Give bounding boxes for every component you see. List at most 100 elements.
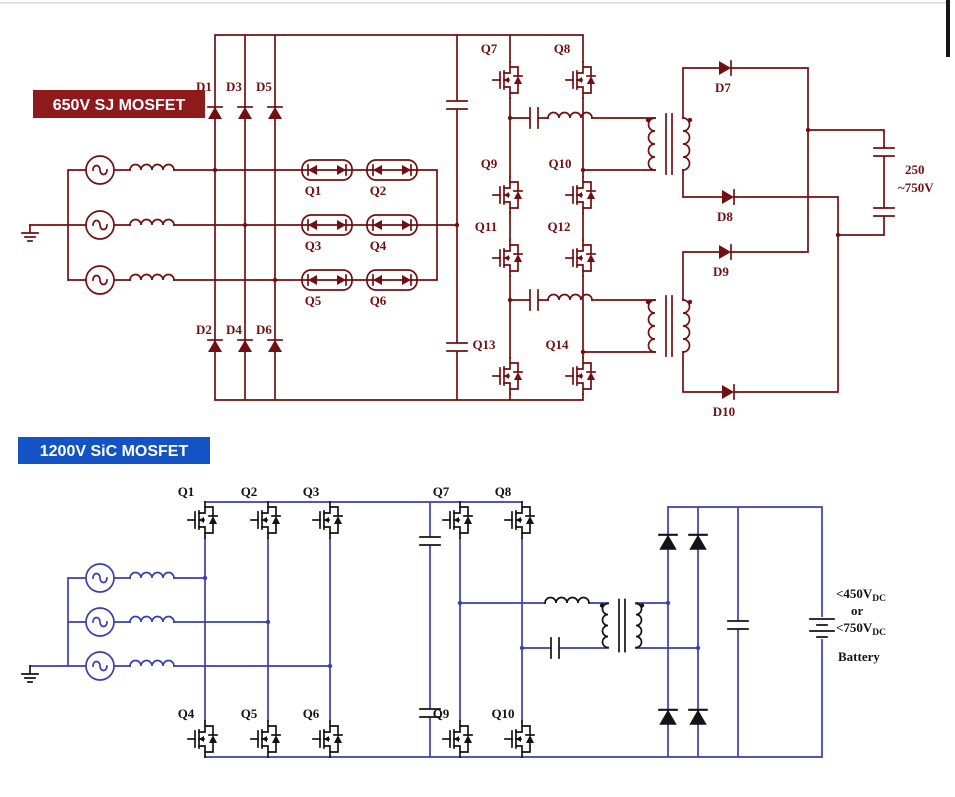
label-q6: Q6 xyxy=(303,706,320,721)
mosfet-q10-icon xyxy=(563,176,599,214)
series-inductor-icon xyxy=(547,111,593,119)
label-q1: Q1 xyxy=(305,183,322,198)
diode-d9-icon xyxy=(718,244,732,260)
series-capacitor-icon xyxy=(529,106,539,130)
rectifier-diode-icon xyxy=(658,533,678,551)
mosfet-q14-icon xyxy=(563,357,599,395)
ground-icon xyxy=(21,224,39,242)
label-d6: D6 xyxy=(256,322,272,337)
diode-d3-icon xyxy=(237,106,253,120)
label-d7: D7 xyxy=(715,80,731,95)
top-title-box xyxy=(33,90,205,118)
label-or: or xyxy=(851,603,864,618)
label-d10: D10 xyxy=(713,404,735,419)
label-voltage-2: <750VDC xyxy=(836,620,886,638)
label-q14: Q14 xyxy=(545,337,569,352)
label-vout-line1: 250 xyxy=(905,162,925,177)
mosfet-q11-icon xyxy=(490,239,526,277)
label-q9: Q9 xyxy=(433,706,450,721)
output-capacitor-icon xyxy=(872,147,896,157)
mosfet-q9-icon xyxy=(440,720,476,758)
diode-d2-icon xyxy=(207,339,223,353)
label-battery: Battery xyxy=(838,649,880,664)
label-q3: Q3 xyxy=(303,484,320,499)
switch-cell-q3-icon xyxy=(301,214,353,236)
bottom-title-box xyxy=(18,437,210,464)
output-capacitor-icon xyxy=(872,207,896,217)
mosfet-q1-icon xyxy=(185,501,221,539)
label-q7: Q7 xyxy=(433,484,450,499)
dc-link-capacitor-icon xyxy=(418,536,442,546)
label-q4: Q4 xyxy=(178,706,195,721)
label-d5: D5 xyxy=(256,79,272,94)
diode-d1-icon xyxy=(207,106,223,120)
mosfet-q10-icon xyxy=(502,720,538,758)
series-inductor-icon xyxy=(544,596,590,604)
top-junctions xyxy=(212,115,841,355)
label-q5: Q5 xyxy=(241,706,258,721)
label-d8: D8 xyxy=(717,209,733,224)
switch-cell-q4-icon xyxy=(366,214,418,236)
label-q4: Q4 xyxy=(370,238,387,253)
rectifier-diode-icon xyxy=(658,708,678,726)
bottom-labels: Q1 Q2 Q3 Q7 Q8 Q4 Q5 Q6 Q9 Q10 <450VDC o… xyxy=(178,484,886,721)
top-title: 650V SJ MOSFET xyxy=(53,97,186,114)
label-q8: Q8 xyxy=(495,484,512,499)
mosfet-q4-icon xyxy=(185,720,221,758)
label-q5: Q5 xyxy=(305,293,322,308)
mosfet-q7-icon xyxy=(440,501,476,539)
output-capacitor-icon xyxy=(726,620,750,630)
transformer-icon xyxy=(644,295,694,357)
switch-cell-q1-icon xyxy=(301,159,353,181)
series-capacitor-icon xyxy=(550,636,560,660)
mosfet-q8-icon xyxy=(502,501,538,539)
diode-d6-icon xyxy=(267,339,283,353)
mosfet-q12-icon xyxy=(563,239,599,277)
label-q10: Q10 xyxy=(491,706,514,721)
inductor-icon xyxy=(129,571,175,579)
ac-source-icon xyxy=(85,210,115,240)
bottom-circuit: Q1 Q2 Q3 Q7 Q8 Q4 Q5 Q6 Q9 Q10 <450VDC o… xyxy=(21,484,886,758)
top-wires xyxy=(29,34,885,401)
battery-icon xyxy=(807,616,837,640)
label-voltage-1: <450VDC xyxy=(836,586,886,604)
transformer-icon xyxy=(598,598,646,653)
series-inductor-icon xyxy=(547,293,593,301)
bottom-junctions xyxy=(202,575,701,669)
label-q1: Q1 xyxy=(178,484,195,499)
switch-cell-q5-icon xyxy=(301,269,353,291)
bottom-wires xyxy=(29,501,823,758)
top-labels: D1 D3 D5 D2 D4 D6 Q1 Q2 Q3 Q4 Q5 Q6 Q7 Q… xyxy=(196,41,934,419)
switch-cell-q2-icon xyxy=(366,159,418,181)
ac-source-icon xyxy=(85,607,115,637)
label-d9: D9 xyxy=(713,264,729,279)
mosfet-q9-icon xyxy=(490,176,526,214)
ac-source-icon xyxy=(85,563,115,593)
label-q2: Q2 xyxy=(241,484,258,499)
label-d3: D3 xyxy=(226,79,242,94)
label-q10: Q10 xyxy=(548,156,571,171)
corner-bar-artifact xyxy=(946,0,950,57)
inductor-icon xyxy=(129,163,175,171)
transformer-icon xyxy=(644,113,694,175)
label-q6: Q6 xyxy=(370,293,387,308)
ac-source-icon xyxy=(85,651,115,681)
label-q8: Q8 xyxy=(554,41,571,56)
mosfet-q7-icon xyxy=(490,61,526,99)
mosfet-q8-icon xyxy=(563,61,599,99)
label-q9: Q9 xyxy=(481,156,498,171)
mosfet-q3-icon xyxy=(310,501,346,539)
series-capacitor-icon xyxy=(529,288,539,312)
top-title-badge: 650V SJ MOSFET xyxy=(33,90,205,118)
label-vout-line2: ~750V xyxy=(898,180,934,195)
label-q11: Q11 xyxy=(475,219,497,234)
diode-d8-icon xyxy=(721,189,735,205)
inductor-icon xyxy=(129,659,175,667)
bottom-title: 1200V SiC MOSFET xyxy=(40,443,189,460)
bottom-components: Q1 Q2 Q3 Q7 Q8 Q4 Q5 Q6 Q9 Q10 <450VDC o… xyxy=(21,484,886,758)
label-q12: Q12 xyxy=(547,219,570,234)
label-q3: Q3 xyxy=(305,238,322,253)
top-border-artifact xyxy=(0,2,946,4)
rectifier-diode-icon xyxy=(688,708,708,726)
